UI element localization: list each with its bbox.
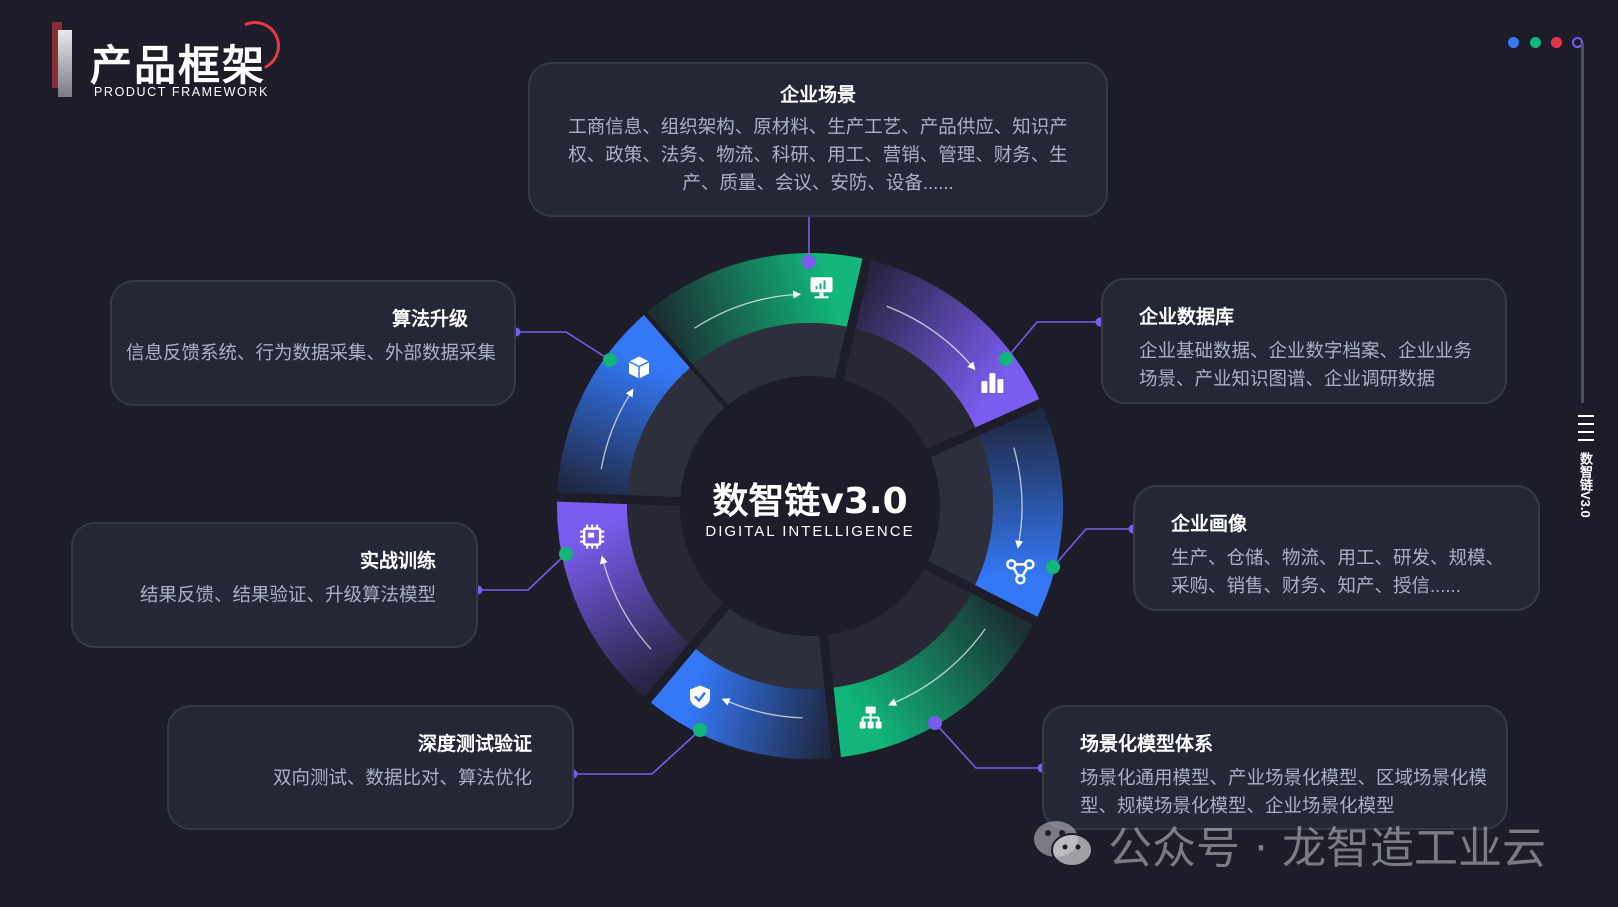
flow-arrow [886, 305, 972, 367]
node-desc: 工商信息、组织架构、原材料、生产工艺、产品供应、知识产权、政策、法务、物流、科研… [568, 116, 1068, 193]
chip-icon [580, 524, 605, 549]
node-deep-test: 深度测试验证 双向测试、数据比对、算法优化 [167, 705, 574, 830]
watermark-text: 公众号 · 龙智造工业云 [1108, 823, 1546, 874]
side-divider [1581, 43, 1584, 403]
node-title: 企业数据库 [1139, 306, 1235, 328]
arrow-head [625, 388, 634, 398]
node-enterprise-db: 企业数据库 企业基础数据、企业数字档案、企业业务场景、产业知识图谱、企业调研数据 [1101, 278, 1507, 404]
page-title: 产品框架 [90, 41, 267, 90]
flow-arrow [600, 393, 631, 470]
flow-arrow [1013, 447, 1023, 543]
node-combat-training: 实战训练 结果反馈、结果验证、升级算法模型 [71, 522, 478, 648]
segment-separator [834, 251, 873, 384]
arrow-head [792, 290, 802, 299]
wechat-icon [1034, 821, 1093, 867]
node-desc: 生产、仓储、物流、用工、研发、规模、采购、销售、财务、知产、授信...... [1171, 547, 1505, 596]
node-enterprise-scene: 企业场景 工商信息、组织架构、原材料、生产工艺、产品供应、知识产权、政策、法务、… [528, 62, 1108, 217]
node-desc: 信息反馈系统、行为数据采集、外部数据采集 [126, 342, 497, 363]
node-title: 算法升级 [391, 308, 468, 330]
cube-icon [628, 356, 650, 379]
inner-segment [627, 367, 725, 502]
side-label: 数智链V3.0 [1578, 452, 1593, 518]
segment-separator [819, 630, 842, 767]
center-title: 数智链v3.0 [712, 481, 908, 522]
node-title: 场景化模型体系 [1080, 733, 1214, 755]
indicator-dot-purple [1572, 37, 1583, 48]
inner-segment [689, 323, 852, 408]
segment-separator [921, 560, 1044, 628]
indicator-dot-blue [1508, 37, 1519, 48]
arrow-head [967, 361, 976, 371]
node-desc: 场景化通用模型、产业场景化模型、区域场景化模型、规模场景化模型、企业场景化模型 [1080, 767, 1488, 816]
monitor-chart-icon [810, 277, 833, 299]
shield-check-icon [690, 685, 710, 709]
arrow-head [888, 698, 898, 706]
bar-chart-icon [981, 372, 1004, 393]
segment-separator [924, 396, 1050, 458]
inner-segment [823, 565, 974, 688]
node-desc: 双向测试、数据比对、算法优化 [272, 767, 532, 788]
connector-dot [559, 547, 573, 561]
center-subtitle: DIGITAL INTELLIGENCE [705, 523, 915, 540]
connector-dot [1046, 560, 1060, 574]
node-algorithm-upgrade: 算法升级 信息反馈系统、行为数据采集、外部数据采集 [110, 280, 516, 406]
node-title: 企业画像 [1171, 513, 1248, 535]
connector-line [934, 722, 1042, 769]
node-scene-model: 场景化模型体系 场景化通用模型、产业场景化模型、区域场景化模型、规模场景化模型、… [1042, 705, 1508, 830]
flow-arrow [893, 628, 986, 704]
watermark: 公众号 · 龙智造工业云 [1032, 812, 1546, 876]
connector-line [573, 729, 701, 775]
flow-arrow [726, 700, 803, 719]
segment-separator [640, 601, 731, 708]
node-desc: 结果反馈、结果验证、升级算法模型 [139, 584, 436, 605]
ring-segment-purple [557, 497, 693, 700]
connector-line [1052, 528, 1133, 568]
connector-line [478, 553, 567, 591]
center-disc [680, 376, 940, 636]
connector-dot [802, 255, 816, 269]
indicator-dot-red [1551, 37, 1562, 48]
node-title: 企业场景 [779, 84, 856, 106]
title-accent-bar-light [58, 30, 72, 97]
flow-arrow [602, 561, 652, 650]
inner-segment [925, 431, 993, 590]
flow-arrow [694, 293, 796, 329]
indicator-dot-green [1530, 37, 1541, 48]
connector-dot [693, 723, 707, 737]
segment-separator [548, 492, 685, 506]
network-icon [1006, 559, 1035, 585]
node-title: 深度测试验证 [417, 733, 532, 755]
title-accent-bar [52, 22, 62, 88]
page-subtitle: PRODUCT FRAMEWORK [94, 85, 269, 99]
menu-icon[interactable] [1578, 415, 1594, 447]
node-desc: 企业基础数据、企业数字档案、企业业务场景、产业知识图谱、企业调研数据 [1139, 340, 1473, 389]
org-chart-icon [859, 706, 882, 729]
connector-dot [928, 716, 942, 730]
inner-segment [692, 605, 830, 689]
connector-line [1005, 321, 1100, 360]
connector-line [516, 331, 611, 361]
ring-segment-blue [557, 315, 690, 500]
arrow-head [1015, 540, 1024, 549]
connector-dot [999, 352, 1013, 366]
arrow-head [599, 555, 608, 565]
ring-segment-blue [973, 403, 1063, 621]
inner-segment [627, 499, 727, 647]
node-enterprise-profile: 企业画像 生产、仓储、物流、用工、研发、规模、采购、销售、财务、知产、授信...… [1133, 485, 1540, 611]
inner-segment [839, 327, 978, 454]
node-title: 实战训练 [359, 550, 436, 572]
connector-dot [603, 353, 617, 367]
arrow-head [721, 698, 731, 706]
